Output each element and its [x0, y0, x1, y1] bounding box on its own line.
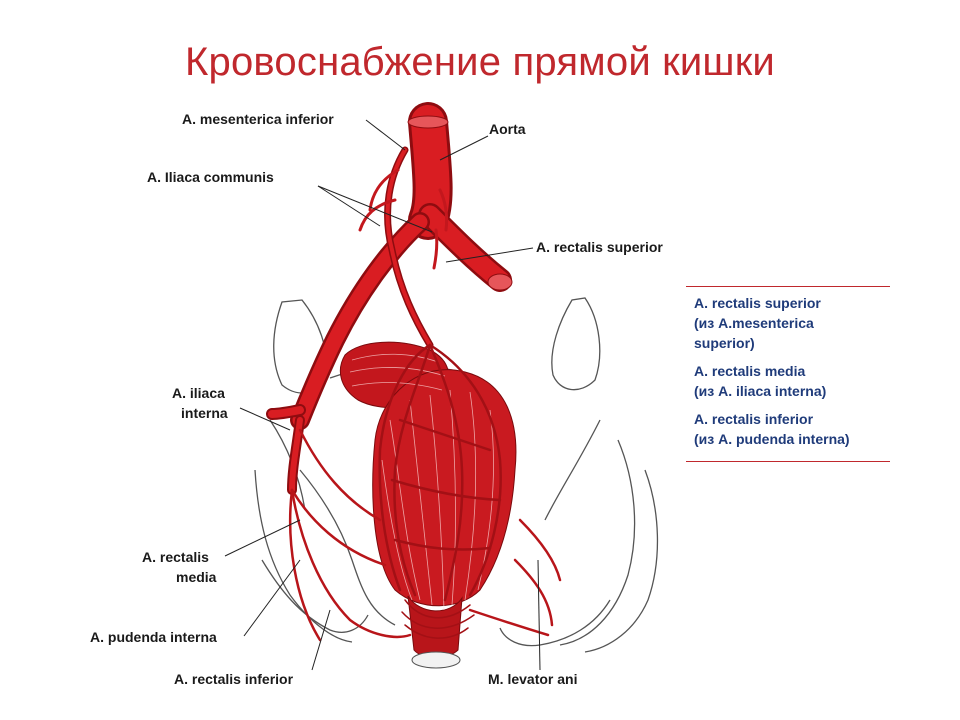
leader-rectalis-media	[224, 519, 301, 557]
leader-iliaca-interna	[239, 407, 291, 431]
label-iliaca-interna-2: interna	[181, 405, 228, 421]
right-pelvic-rim	[559, 439, 636, 646]
right-pubic-arc	[544, 419, 601, 521]
superior-rectal-branches	[378, 343, 502, 602]
legend-box: A. rectalis superior (из A.mesenterica s…	[686, 286, 890, 462]
leader-iliaca-communis-2	[317, 185, 433, 233]
legend-line: A. rectalis inferior	[694, 411, 814, 427]
leader-lines	[224, 119, 541, 671]
leader-rectalis-inferior	[311, 609, 331, 671]
anatomy-labels: A. mesenterica inferior Aorta A. Iliaca …	[90, 111, 663, 687]
label-rectalis-media-2: media	[176, 569, 217, 585]
left-pubic-arc	[299, 469, 396, 626]
label-rectalis-superior: A. rectalis superior	[536, 239, 663, 255]
legend-item-inferior: A. rectalis inferior (из A. pudenda inte…	[694, 409, 890, 449]
label-levator-ani: M. levator ani	[488, 671, 577, 687]
leader-pudenda-interna	[243, 559, 301, 637]
label-rectalis-inferior: A. rectalis inferior	[174, 671, 294, 687]
leader-rectalis-superior	[445, 247, 534, 263]
leader-mesenterica-inferior	[365, 119, 406, 151]
anal-network	[401, 599, 475, 639]
label-pudenda-interna: A. pudenda interna	[90, 629, 217, 645]
rectum	[339, 341, 517, 669]
legend-line: superior)	[694, 335, 755, 351]
legend-line: A. rectalis media	[694, 363, 806, 379]
legend-line: A. rectalis superior	[694, 295, 821, 311]
left-pelvic-rim	[254, 469, 353, 643]
right-ischium	[499, 599, 611, 647]
label-aorta: Aorta	[489, 121, 526, 137]
leader-iliaca-communis-1	[317, 185, 381, 227]
leader-levator-ani	[537, 559, 541, 671]
label-rectalis-media-1: A. rectalis	[142, 549, 209, 565]
legend-item-superior: A. rectalis superior (из A.mesenterica s…	[694, 293, 890, 353]
aorta-cut-end	[407, 115, 449, 129]
label-iliaca-communis: A. Iliaca communis	[147, 169, 274, 185]
legend-item-media: A. rectalis media (из A. iliaca interna)	[694, 361, 890, 401]
label-iliaca-interna-1: A. iliaca	[172, 385, 225, 401]
leader-aorta	[439, 135, 489, 161]
right-iliac-wing	[551, 297, 601, 391]
page-title: Кровоснабжение прямой кишки	[185, 40, 775, 84]
arteries	[266, 102, 562, 642]
legend-line: (из A. iliaca interna)	[694, 383, 827, 399]
right-outer-arc	[584, 469, 659, 653]
legend-line: (из A. pudenda interna)	[694, 431, 850, 447]
anal-opening	[411, 651, 461, 669]
legend-line: (из A.mesenterica	[694, 315, 814, 331]
left-ischium	[261, 559, 369, 633]
label-mesenterica-inferior: A. mesenterica inferior	[182, 111, 334, 127]
middle-inferior-rectal-arteries	[289, 428, 562, 642]
